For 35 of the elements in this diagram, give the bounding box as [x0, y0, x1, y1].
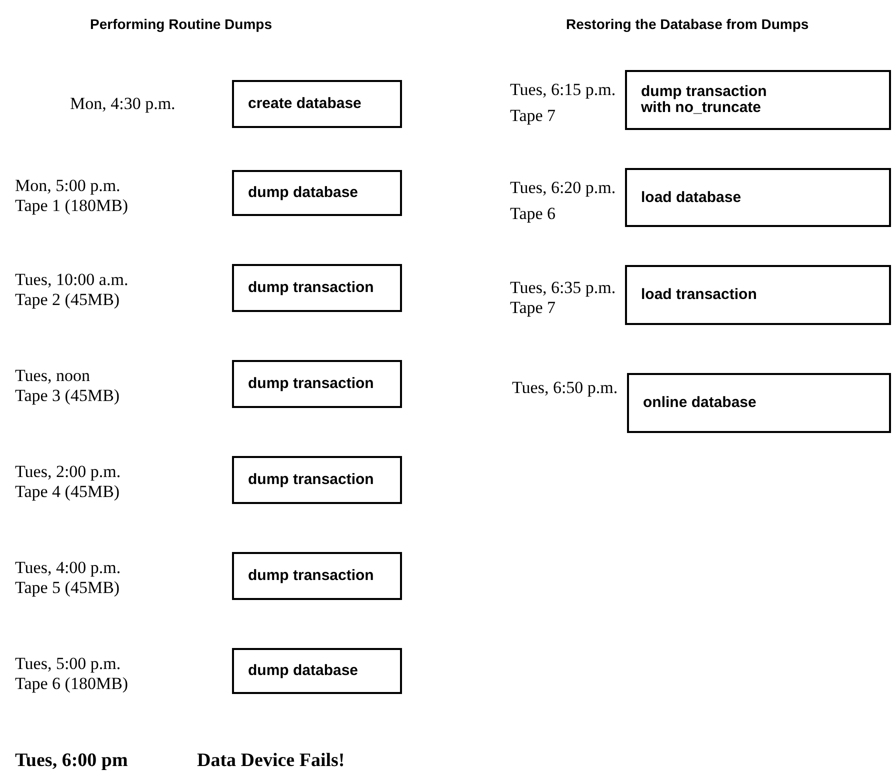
time-label: Tues, 10:00 a.m. — [15, 270, 128, 290]
time-label: Tues, 5:00 p.m. — [15, 654, 121, 674]
time-label: Tues, 6:20 p.m. — [510, 178, 616, 198]
tape-label: Tape 7 — [510, 298, 556, 318]
time-label: Mon, 4:30 p.m. — [70, 94, 176, 114]
tape-label: Tape 6 — [510, 204, 556, 224]
step-box: create database — [232, 80, 402, 128]
step-box: online database — [627, 373, 891, 433]
failure-time: Tues, 6:00 pm — [15, 750, 128, 772]
step-box: load transaction — [625, 265, 891, 325]
tape-label: Tape 4 (45MB) — [15, 482, 120, 502]
tape-label: Tape 3 (45MB) — [15, 386, 120, 406]
step-box: dump database — [232, 170, 402, 216]
step-box: dump transaction — [232, 552, 402, 600]
failure-note: Data Device Fails! — [197, 750, 345, 772]
step-box: dump transaction — [232, 264, 402, 312]
step-box: dump transaction — [232, 456, 402, 504]
time-label: Tues, 2:00 p.m. — [15, 462, 121, 482]
step-box: dump database — [232, 648, 402, 694]
column-heading: Performing Routine Dumps — [90, 16, 272, 32]
column-heading: Restoring the Database from Dumps — [566, 16, 809, 32]
time-label: Tues, 6:50 p.m. — [512, 378, 618, 398]
tape-label: Tape 6 (180MB) — [15, 674, 128, 694]
step-box: dump transaction — [232, 360, 402, 408]
tape-label: Tape 2 (45MB) — [15, 290, 120, 310]
time-label: Tues, 4:00 p.m. — [15, 558, 121, 578]
step-box: dump transaction with no_truncate — [625, 70, 891, 130]
step-box: load database — [625, 168, 891, 227]
time-label: Mon, 5:00 p.m. — [15, 176, 120, 196]
time-label: Tues, noon — [15, 366, 90, 386]
tape-label: Tape 5 (45MB) — [15, 578, 120, 598]
tape-label: Tape 1 (180MB) — [15, 196, 128, 216]
time-label: Tues, 6:35 p.m. — [510, 278, 616, 298]
tape-label: Tape 7 — [510, 106, 556, 126]
time-label: Tues, 6:15 p.m. — [510, 80, 616, 100]
